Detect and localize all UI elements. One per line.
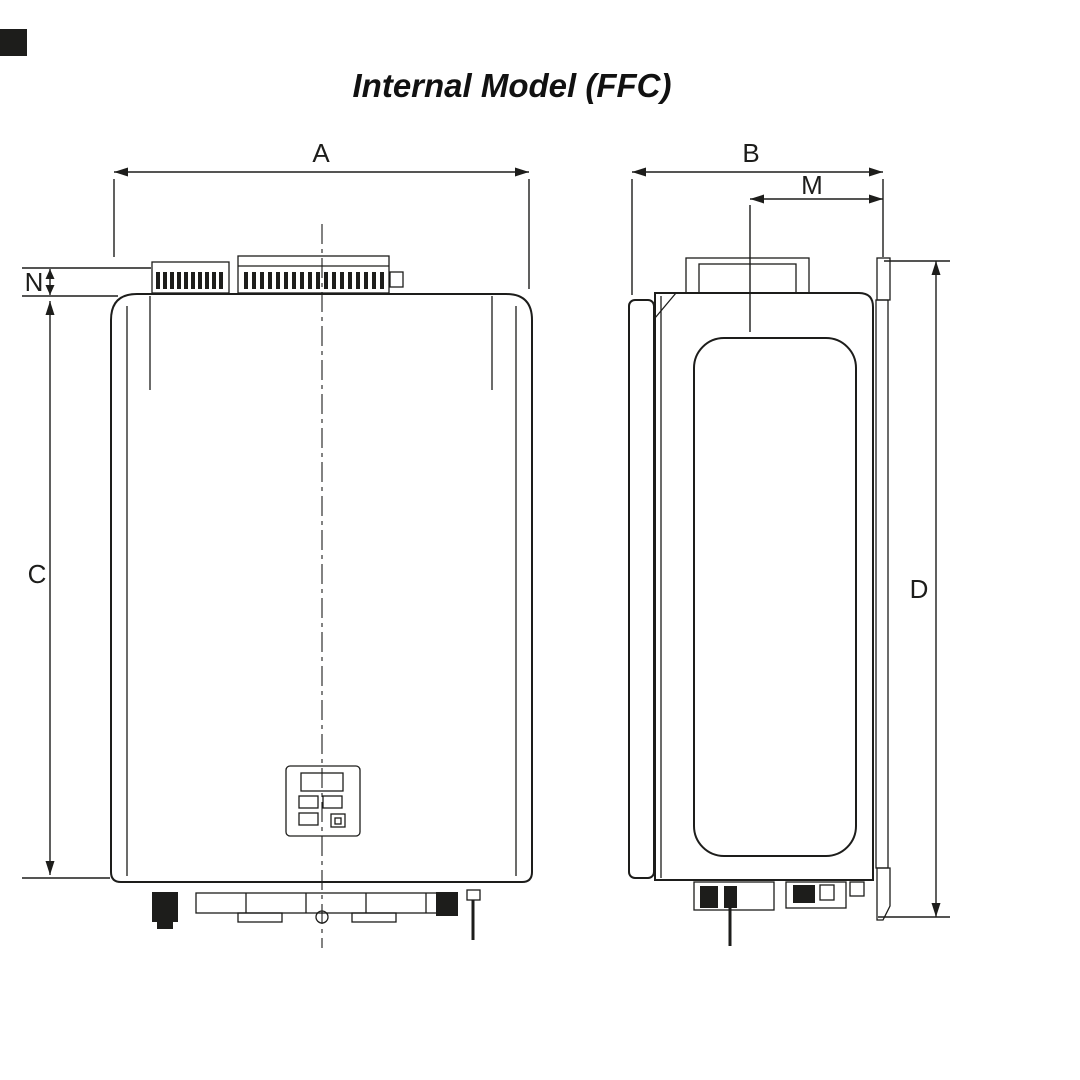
dim-a-arrow-right — [515, 167, 529, 177]
control-button-3 — [298, 812, 319, 826]
side-top-chamfer — [654, 292, 677, 319]
control-button-2 — [322, 795, 343, 809]
control-panel-frame — [285, 765, 361, 837]
dim-n-arrow-down — [45, 285, 55, 295]
control-panel — [285, 765, 361, 837]
bracket-bottom-hook — [876, 867, 891, 921]
side-valve-right — [793, 885, 815, 903]
vent-connector — [389, 271, 404, 288]
bottom-rail-dividers — [245, 893, 427, 913]
bracket-rail — [875, 299, 889, 869]
side-rear-panel — [628, 299, 655, 879]
side-vent-outer — [685, 257, 810, 294]
dim-c-arrow-bottom — [45, 861, 55, 875]
side-top-vent — [685, 257, 810, 294]
front-bottom-fittings — [152, 889, 481, 940]
relief-fitting — [466, 889, 481, 901]
power-button-dot — [334, 817, 342, 825]
bottom-rail — [195, 892, 447, 914]
dim-b-arrow-right — [869, 167, 883, 177]
vent-box-main — [237, 255, 390, 294]
bottom-foot-left — [237, 912, 283, 923]
dim-a-label: A — [312, 138, 330, 168]
dim-m-arrow-left — [750, 194, 764, 204]
side-fitting-corner — [849, 881, 865, 897]
side-valve-left — [700, 886, 718, 908]
bottom-foot-right — [351, 912, 397, 923]
side-valve-mid — [724, 886, 737, 908]
dim-d-label: D — [910, 574, 929, 604]
side-face-panel — [693, 337, 857, 857]
bracket-top — [876, 257, 891, 301]
wall-bracket — [875, 257, 891, 921]
dim-m-label: M — [801, 170, 823, 200]
control-panel-display — [300, 772, 344, 792]
dim-n-arrow-up — [45, 269, 55, 279]
dim-n-label: N — [25, 267, 44, 297]
gas-valve-cap — [157, 922, 173, 929]
vent-grille-left — [156, 272, 223, 289]
front-body-outline — [110, 293, 533, 883]
power-button — [330, 813, 346, 828]
vent-grille-main — [244, 272, 384, 289]
dim-b-arrow-left — [632, 167, 646, 177]
front-view — [110, 224, 533, 948]
side-vent-inner — [698, 263, 797, 294]
dim-c-label: C — [28, 559, 47, 589]
dimension-m: M — [749, 170, 883, 332]
side-view — [628, 257, 891, 946]
dimension-a: A — [113, 138, 530, 289]
side-fitting-block-left — [693, 881, 775, 911]
dim-a-arrow-left — [114, 167, 128, 177]
side-bottom-fittings — [693, 881, 865, 946]
side-fitting-small — [819, 884, 835, 901]
dim-c-arrow-top — [45, 301, 55, 315]
dimension-d: D — [878, 260, 950, 918]
corner-artifact — [0, 29, 27, 56]
dimension-c: C — [22, 301, 110, 879]
gas-valve — [152, 892, 178, 922]
side-fitting-block-right — [785, 881, 847, 909]
side-body-outline — [654, 292, 874, 881]
dim-d-arrow-bottom — [931, 903, 941, 917]
dim-d-arrow-top — [931, 261, 941, 275]
vent-box-left — [151, 261, 230, 294]
dim-m-arrow-right — [869, 194, 883, 204]
page-title: Internal Model (FFC) — [353, 67, 672, 104]
control-button-1 — [298, 795, 319, 809]
dimension-b: B — [631, 138, 884, 295]
dimension-n: N — [22, 267, 151, 297]
water-connection — [436, 892, 458, 916]
drain-port — [315, 910, 329, 924]
front-top-vent — [151, 255, 404, 294]
dim-b-label: B — [742, 138, 759, 168]
